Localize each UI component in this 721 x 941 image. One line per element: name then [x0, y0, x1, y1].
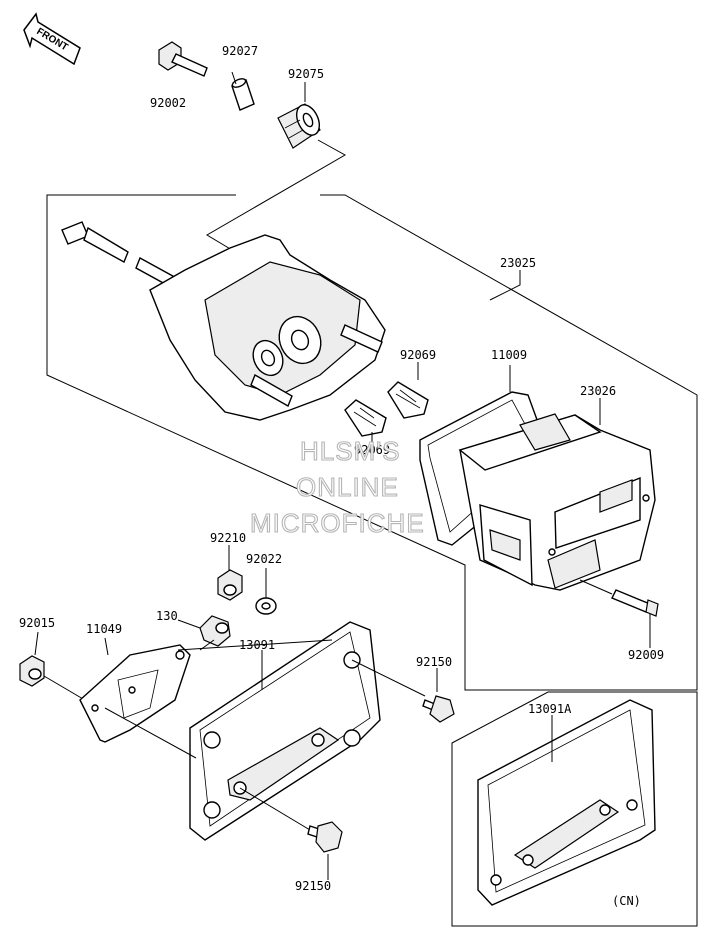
label-92002: 92002	[150, 96, 186, 110]
assembly-outline	[46, 194, 698, 691]
bolt-92150-bottom-icon	[307, 821, 343, 853]
lens-23026-icon	[458, 413, 656, 591]
label-92069-mid: 92069	[354, 443, 390, 457]
label-92075: 92075	[288, 67, 324, 81]
label-92150-right: 92150	[416, 655, 452, 669]
label-23026: 23026	[580, 384, 616, 398]
watermark-line-2: ONLINE	[296, 472, 399, 502]
bracket-11049-icon	[79, 644, 191, 743]
label-13091a: 13091A	[528, 702, 572, 716]
label-92210: 92210	[210, 531, 246, 545]
screw-92009-icon	[579, 579, 659, 617]
label-130: 130	[156, 609, 178, 623]
label-92150-bottom: 92150	[295, 879, 331, 893]
bulb-92069-top-icon	[387, 381, 429, 419]
leader-lines	[34, 71, 651, 880]
label-92009: 92009	[628, 648, 664, 662]
watermark-line-1: HLSM'S	[300, 436, 401, 466]
grommet-92075-icon	[277, 103, 321, 149]
label-11049: 11049	[86, 622, 122, 636]
collar-92027-icon	[231, 78, 255, 111]
plate-bracket-13091a-icon	[477, 699, 656, 906]
label-cn-note: (CN)	[612, 894, 641, 908]
label-92022: 92022	[246, 552, 282, 566]
front-arrow-icon: FRONT	[23, 12, 81, 66]
tail-lamp-housing	[149, 234, 386, 421]
bulb-92069-mid-icon	[344, 399, 387, 437]
label-92015: 92015	[19, 616, 55, 630]
bolt-92002-icon	[158, 41, 208, 77]
wire-harness-icon	[61, 221, 181, 291]
label-11009: 11009	[491, 348, 527, 362]
cn-variant-outline	[451, 691, 698, 927]
watermark: HLSM'S ONLINE MICROFICHE	[249, 435, 425, 538]
washer-92022-icon	[255, 597, 277, 615]
bolt-92150-right-icon	[422, 695, 455, 723]
label-23025: 23025	[500, 256, 536, 270]
nut-92210-icon	[217, 569, 243, 601]
bolt-130-icon	[199, 615, 231, 651]
label-92069-top: 92069	[400, 348, 436, 362]
label-13091: 13091	[239, 638, 275, 652]
plate-bracket-13091-icon	[104, 621, 426, 841]
leader-top-parts	[206, 139, 347, 251]
label-92027: 92027	[222, 44, 258, 58]
watermark-line-3: MICROFICHE	[250, 508, 425, 538]
